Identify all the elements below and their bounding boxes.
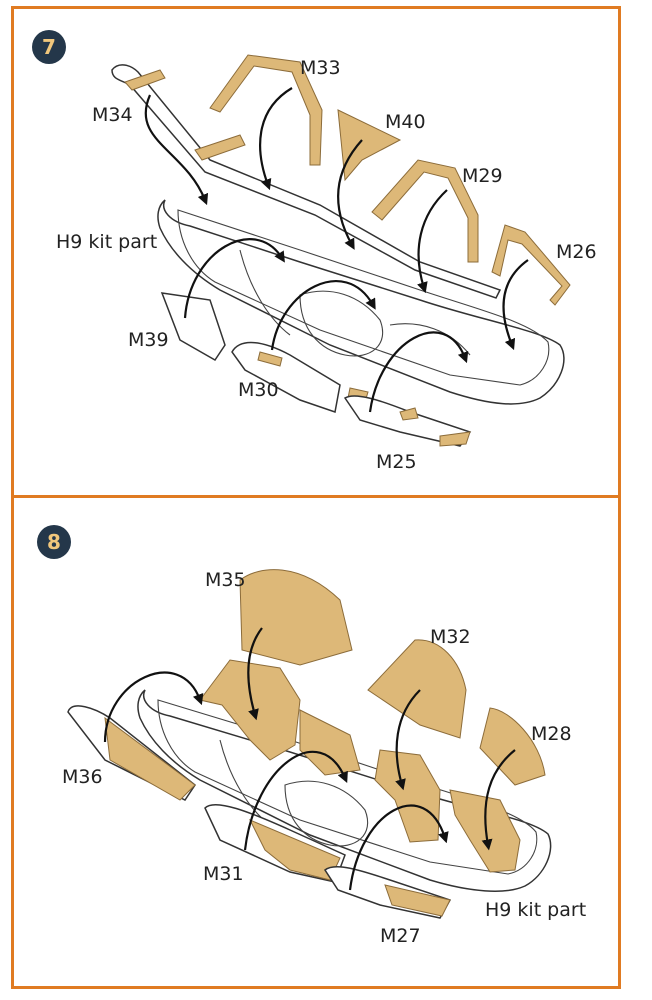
- step-number-badge: 8: [37, 525, 71, 559]
- label-m31: M31: [203, 863, 244, 885]
- part-m40: [337, 109, 402, 182]
- label-m35: M35: [205, 569, 246, 591]
- label-m29: M29: [462, 165, 503, 187]
- label-m36: M36: [62, 766, 103, 788]
- label-m28: M28: [531, 723, 572, 745]
- step-7-drawing: [111, 54, 571, 447]
- label-m33: M33: [300, 57, 341, 79]
- label-m34: M34: [92, 104, 133, 126]
- label-m39: M39: [128, 329, 169, 351]
- part-m39: [160, 292, 226, 361]
- part-m26: [491, 224, 571, 306]
- part-m35: [239, 569, 353, 666]
- step-7-panel: [11, 6, 621, 498]
- step-number-badge: 7: [32, 30, 66, 64]
- label-h9-step8: H9 kit part: [485, 899, 586, 921]
- label-m25: M25: [376, 451, 417, 473]
- part-m33: [209, 54, 323, 166]
- label-m26: M26: [556, 241, 597, 263]
- part-m28: [479, 707, 546, 786]
- part-m34: [124, 69, 166, 91]
- h9-top-strip-7: [111, 64, 502, 299]
- part-m29: [371, 159, 479, 263]
- label-h9-step7: H9 kit part: [56, 231, 157, 253]
- step-8-drawing: [67, 569, 552, 919]
- label-m32: M32: [430, 626, 471, 648]
- step-8-panel: [11, 495, 621, 989]
- part-m32: [367, 639, 467, 739]
- label-m27: M27: [380, 925, 421, 947]
- label-m30: M30: [238, 379, 279, 401]
- label-m40: M40: [385, 111, 426, 133]
